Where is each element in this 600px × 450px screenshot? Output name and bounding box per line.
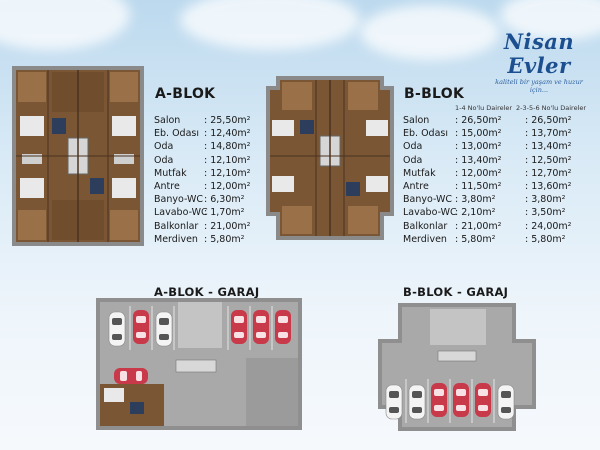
a-blok-room-row: Merdiven : 5,80m² [154,233,250,246]
room-area-2-3-5-6: : 13,40m² [525,141,572,153]
room-area: : 25,50m² [204,115,251,126]
a-blok-garage-title: A-BLOK - GARAJ [154,285,260,299]
room-area-1-4: : 21,00m² [455,220,502,232]
room-name: Salon [154,115,181,126]
a-blok-room-row: Eb. Odası : 12,40m² [154,127,250,140]
room-name: Mutfak [154,167,187,179]
car-red [431,383,447,417]
room-area: : 12,40m² [204,128,251,140]
a-blok-room-row: Oda : 12,10m² [154,154,250,167]
room-name: Merdiven [154,233,198,245]
b-blok-room-row: Lavabo-WC: 2,10m² : 3,50m² [403,206,571,219]
room-name: Antre [154,181,180,193]
car-red [114,368,148,384]
car-white [408,384,426,420]
room-area-2-3-5-6: : 26,50m² [525,115,572,126]
room-area-1-4: : 12,00m² [455,167,502,179]
room-area: : 14,80m² [204,141,251,153]
a-blok-room-row: Antre : 12,00m² [154,180,250,193]
room-area-2-3-5-6: : 3,50m² [525,207,566,219]
b-blok-room-row: Oda : 13,40m² : 12,50m² [403,154,571,167]
b-blok-room-row: Eb. Odası : 15,00m² : 13,70m² [403,127,571,140]
room-area: : 21,00m² [204,220,251,232]
room-area-2-3-5-6: : 12,70m² [525,167,572,179]
room-name: Balkonlar [403,220,448,232]
car-red [133,310,149,344]
room-name: Eb. Odası [154,128,199,140]
room-name: Lavabo-WC [403,207,457,219]
room-area: : 5,80m² [204,233,245,245]
room-area: : 6,30m² [204,194,245,206]
a-blok-room-row: Balkonlar : 21,00m² [154,220,250,233]
b-blok-room-row: Balkonlar : 21,00m² : 24,00m² [403,220,571,233]
room-name: Antre [403,181,429,193]
room-name: Eb. Odası [403,128,448,140]
car-red [475,383,491,417]
room-area-1-4: : 3,80m² [455,194,496,206]
room-area: : 12,10m² [204,154,251,166]
car-white [155,311,173,347]
b-blok-room-row: Antre : 11,50m² : 13,60m² [403,180,571,193]
car-red [253,310,269,344]
room-name: Lavabo-WC [154,207,208,219]
b-blok-floor-plan [266,76,394,240]
room-name: Mutfak [403,167,436,179]
room-name: Oda [154,154,174,166]
room-area-2-3-5-6: : 13,70m² [525,128,572,140]
room-name: Merdiven [403,233,447,245]
room-area-1-4: : 5,80m² [455,233,496,245]
room-area-2-3-5-6: : 24,00m² [525,220,572,232]
a-blok-garage-plan [96,298,302,430]
b-blok-room-row: Banyo-WC: 3,80m²: 3,80m² [403,193,571,206]
room-name: Oda [403,154,423,166]
brand-logo: Nisan Evler kaliteli bir yaşam ve huzur … [486,29,592,95]
room-area-1-4: : 2,10m² [455,207,496,219]
car-white [108,311,126,347]
a-blok-floor-plan [12,66,144,246]
a-blok-room-row: Banyo-WC: 6,30m² [154,193,250,206]
room-area-2-3-5-6: : 5,80m² [525,233,566,245]
room-area-2-3-5-6: : 12,50m² [525,154,572,166]
room-name: Salon [403,115,430,126]
room-name: Banyo-WC [154,194,204,206]
b-blok-room-row: Merdiven : 5,80m² : 5,80m² [403,233,571,246]
car-white [497,384,515,420]
b-blok-garage-plan [378,303,536,431]
room-area-1-4: : 15,00m² [455,128,502,140]
car-red [231,310,247,344]
a-blok-room-row: Oda : 14,80m² [154,140,250,153]
a-blok-room-list: Salon : 25,50m² Eb. Odası : 12,40m² Oda : 14,… [154,114,250,246]
room-name: Oda [154,141,174,153]
a-blok-title: A-BLOK [155,86,216,102]
room-area-1-4: : 13,40m² [455,154,502,166]
b-blok-room-row: Mutfak : 12,00m² : 12,70m² [403,167,571,180]
room-area: : 12,10m² [204,167,251,179]
b-blok-garage-title: B-BLOK - GARAJ [403,285,509,299]
room-area-2-3-5-6: : 13,60m² [525,181,572,193]
b-blok-title: B-BLOK [404,86,465,102]
a-blok-room-row: Salon : 25,50m² [154,114,250,127]
room-name: Banyo-WC [403,194,453,206]
room-area: : 1,70m² [204,207,245,219]
room-area: : 12,00m² [204,181,251,193]
car-red [275,310,291,344]
b-blok-room-row: Salon : 26,50m² : 26,50m² [403,114,571,127]
b-blok-room-list: Salon : 26,50m² : 26,50m² Eb. Odası : 15,00m… [403,114,571,246]
room-name: Oda [403,141,423,153]
b-blok-col1-header: 1-4 No'lu Daireler [455,104,513,112]
a-blok-room-row: Lavabo-WC: 1,70m² [154,206,250,219]
room-area-1-4: : 13,00m² [455,141,502,153]
a-blok-room-row: Mutfak : 12,10m² [154,167,250,180]
logo-title: Nisan Evler [503,29,575,78]
b-blok-room-row: Oda : 13,00m² : 13,40m² [403,140,571,153]
room-name: Balkonlar [154,220,199,232]
room-area-2-3-5-6: : 3,80m² [525,194,566,206]
room-area-1-4: : 11,50m² [455,181,502,193]
b-blok-col2-header: 2-3-5-6 No'lu Daireler [516,104,587,112]
car-red [453,383,469,417]
room-area-1-4: : 26,50m² [455,115,502,126]
logo-tagline: kaliteli bir yaşam ve huzur için... [495,78,583,94]
car-white [385,384,403,420]
